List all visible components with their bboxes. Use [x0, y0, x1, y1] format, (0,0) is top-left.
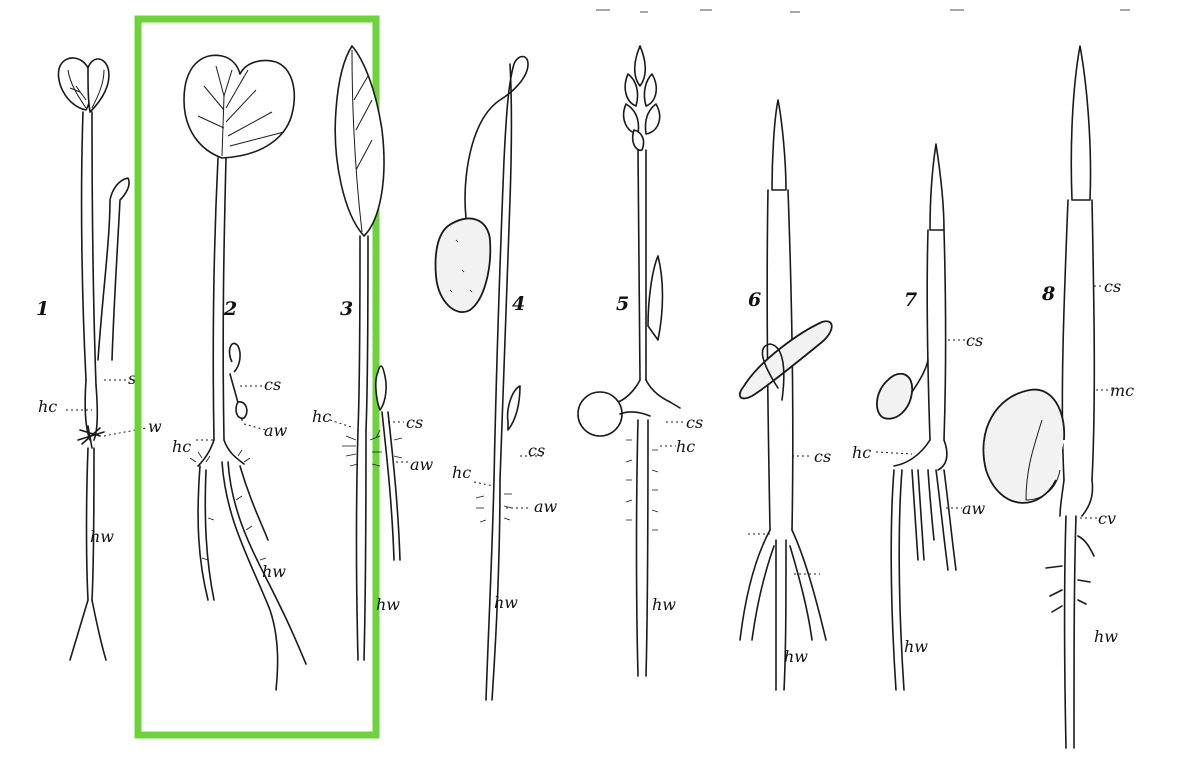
label-hc-3: hc: [312, 407, 331, 426]
label-aw-4: aw: [534, 497, 558, 516]
label-hw-5: hw: [652, 595, 676, 614]
seedling-number-6: 6: [748, 289, 761, 311]
seedling-8: 8 cs mc cv hw: [983, 46, 1134, 748]
seedling-number-3: 3: [340, 298, 353, 320]
seedling-1: 1 s hc w hw: [36, 58, 162, 660]
label-cs-2: cs: [264, 375, 281, 394]
label-w-1: w: [148, 417, 162, 436]
label-cs-6: cs: [814, 447, 831, 466]
label-hc-7: hc: [852, 443, 871, 462]
seedling-number-5: 5: [616, 293, 629, 315]
label-aw-2: aw: [264, 421, 288, 440]
seedling-2: 2 cs aw hc hw: [172, 55, 306, 690]
seedling-4: 4 cs hc aw hw: [436, 57, 558, 701]
label-cs-3: cs: [406, 413, 423, 432]
label-cs-4: cs: [528, 441, 545, 460]
label-cs-7: cs: [966, 331, 983, 350]
label-hc-5: hc: [676, 437, 695, 456]
label-hw-4: hw: [494, 593, 518, 612]
label-hw-8: hw: [1094, 627, 1118, 646]
label-hw-3: hw: [376, 595, 400, 614]
label-hc-4: hc: [452, 463, 471, 482]
seedling-number-1: 1: [36, 298, 49, 320]
label-cs-8: cs: [1104, 277, 1121, 296]
label-hw-2: hw: [262, 562, 286, 581]
seedling-7: 7 cs hc aw hw: [852, 144, 986, 690]
label-hw-6: hw: [784, 647, 808, 666]
seedling-number-7: 7: [904, 289, 917, 311]
label-mc-8: mc: [1110, 381, 1134, 400]
seedling-6: 6 cs hw: [740, 100, 832, 690]
seedling-number-2: 2: [223, 298, 237, 320]
label-cs-5: cs: [686, 413, 703, 432]
label-hc-2: hc: [172, 437, 191, 456]
label-aw-3: aw: [410, 455, 434, 474]
label-aw-7: aw: [962, 499, 986, 518]
scan-artifact-top: [596, 10, 1130, 12]
label-cv-8: cv: [1098, 509, 1116, 528]
label-hc-1: hc: [38, 397, 57, 416]
seedling-number-4: 4: [512, 293, 525, 315]
seedling-5: 5 cs hc hw: [578, 46, 703, 676]
seedling-number-8: 8: [1041, 283, 1055, 305]
label-hw-1: hw: [90, 527, 114, 546]
label-hw-7: hw: [904, 637, 928, 656]
